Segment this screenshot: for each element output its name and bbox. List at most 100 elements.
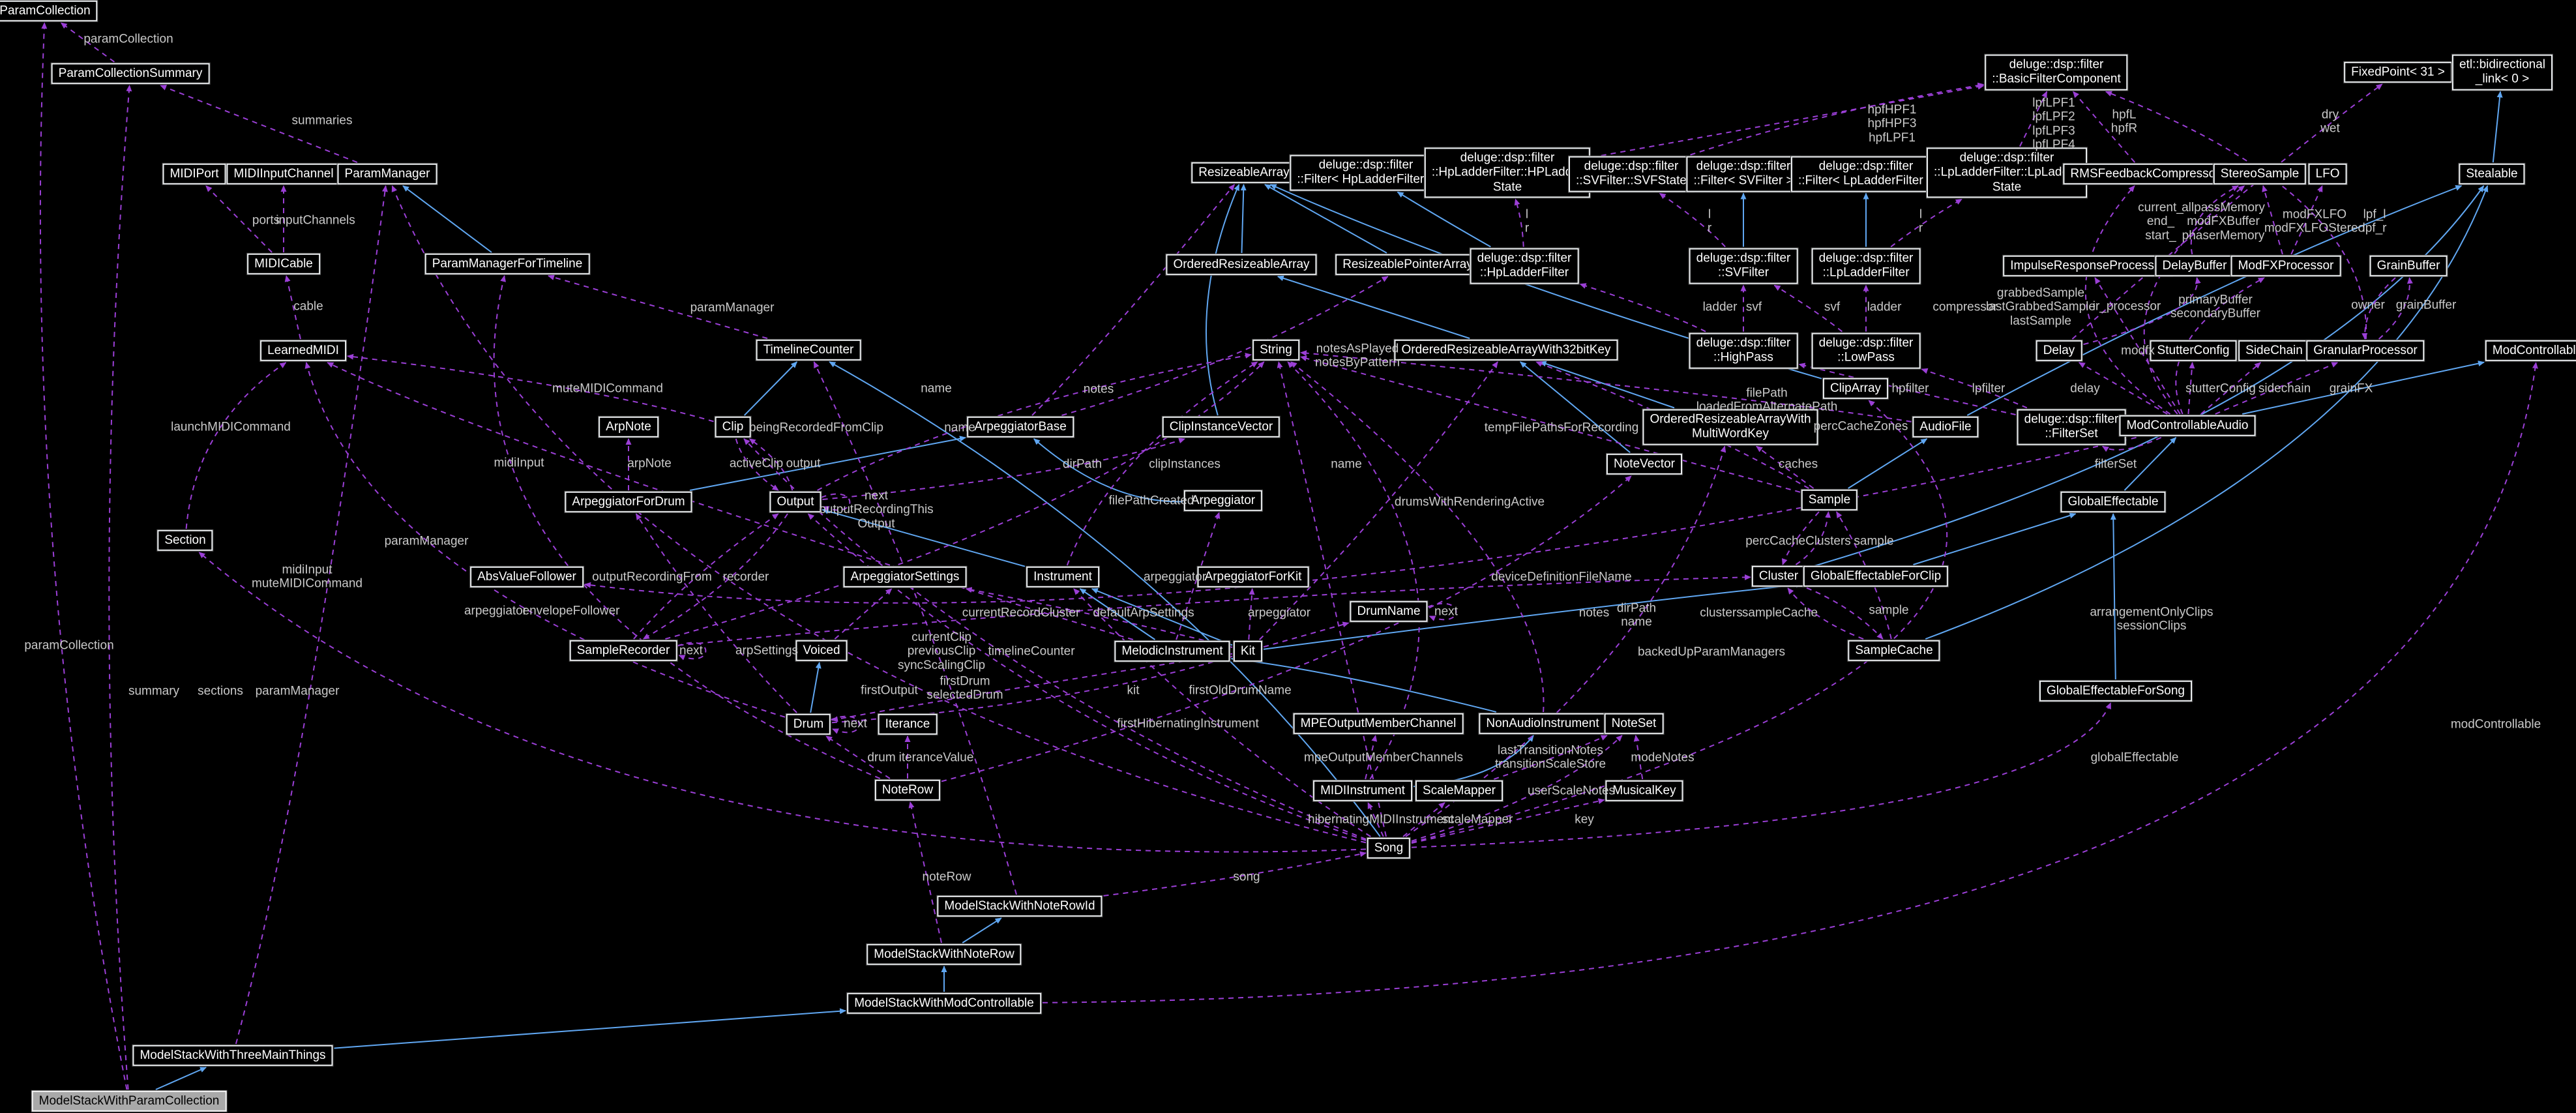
diagram-node-NonAudioInstrument[interactable]: NonAudioInstrument xyxy=(1479,713,1606,735)
diagram-node-SampleCache[interactable]: SampleCache xyxy=(1848,640,1940,662)
diagram-node-MPEOutputMemberChannel[interactable]: MPEOutputMemberChannel xyxy=(1293,713,1464,735)
diagram-node-SVFilter[interactable]: deluge::dsp::filter ::SVFilter xyxy=(1689,248,1798,284)
usage-edge-Delay-FixedPoint xyxy=(2071,83,2383,340)
diagram-node-String[interactable]: String xyxy=(1252,339,1299,361)
usage-edge-ModelStackWithNoteRowId-TimelineCounter xyxy=(813,361,1017,895)
diagram-node-FilterSet[interactable]: deluge::dsp::filter ::FilterSet xyxy=(2017,409,2126,445)
diagram-node-FilterHp[interactable]: deluge::dsp::filter ::Filter< HpLadderFi… xyxy=(1290,155,1442,191)
usage-edge-Cluster-SampleCache xyxy=(1806,587,1884,640)
diagram-node-ParamCollection[interactable]: ParamCollection xyxy=(0,0,98,22)
diagram-node-Delay[interactable]: Delay xyxy=(2036,340,2082,362)
diagram-node-ScaleMapper[interactable]: ScaleMapper xyxy=(1415,780,1503,802)
diagram-node-ArpeggiatorForDrum[interactable]: ArpeggiatorForDrum xyxy=(565,491,692,513)
diagram-node-ModControllable[interactable]: ModControllable xyxy=(2485,340,2576,362)
diagram-node-ArpeggiatorSettings[interactable]: ArpeggiatorSettings xyxy=(843,566,967,588)
diagram-node-ParamManagerForTimeline[interactable]: ParamManagerForTimeline xyxy=(424,253,590,275)
diagram-node-AudioFile[interactable]: AudioFile xyxy=(1912,416,1979,438)
diagram-node-AbsValueFollower[interactable]: AbsValueFollower xyxy=(470,566,584,588)
diagram-node-Song[interactable]: Song xyxy=(1367,837,1411,859)
usage-edge-SampleRecorder-String xyxy=(665,361,1265,640)
diagram-node-LearnedMIDI[interactable]: LearnedMIDI xyxy=(260,340,346,362)
diagram-node-ArpeggiatorBase[interactable]: ArpeggiatorBase xyxy=(967,416,1074,438)
diagram-node-LFO[interactable]: LFO xyxy=(2308,163,2347,185)
diagram-node-Sample[interactable]: Sample xyxy=(1801,489,1858,511)
diagram-node-Instrument[interactable]: Instrument xyxy=(1026,566,1099,588)
diagram-node-GlobalEffectable[interactable]: GlobalEffectable xyxy=(2060,491,2166,513)
diagram-node-GrainBuffer[interactable]: GrainBuffer xyxy=(2369,255,2448,277)
diagram-node-DelayBuffer[interactable]: DelayBuffer xyxy=(2155,255,2234,277)
diagram-node-Stealable[interactable]: Stealable xyxy=(2459,163,2525,185)
diagram-node-EtlLink[interactable]: etl::bidirectional _link< 0 > xyxy=(2451,54,2553,91)
diagram-node-StereoSample[interactable]: StereoSample xyxy=(2213,163,2307,185)
diagram-node-ImpulseResponseProcessor[interactable]: ImpulseResponseProcessor xyxy=(2003,255,2172,277)
diagram-node-Arpeggiator[interactable]: Arpeggiator xyxy=(1183,490,1263,512)
diagram-node-Section[interactable]: Section xyxy=(157,529,213,552)
diagram-node-MIDIPort[interactable]: MIDIPort xyxy=(162,163,226,185)
diagram-node-FilterSVF[interactable]: deluge::dsp::filter ::Filter< SVFilter > xyxy=(1686,156,1801,192)
diagram-node-ParamManager[interactable]: ParamManager xyxy=(337,163,437,185)
diagram-node-Voiced[interactable]: Voiced xyxy=(795,640,848,662)
diagram-node-HpLadderFilter[interactable]: deluge::dsp::filter ::HpLadderFilter xyxy=(1470,248,1579,284)
diagram-node-NoteRow[interactable]: NoteRow xyxy=(874,779,941,801)
diagram-node-RMSFeedbackCompressor[interactable]: RMSFeedbackCompressor xyxy=(2063,163,2227,185)
diagram-node-GlobalEffectableForClip[interactable]: GlobalEffectableForClip xyxy=(1803,565,1949,587)
diagram-node-ORA32[interactable]: OrderedResizeableArrayWith32bitKey xyxy=(1394,339,1618,361)
usage-edge-SVFState-BasicFilterComponent xyxy=(1690,82,1985,156)
diagram-node-HPLadderState[interactable]: deluge::dsp::filter ::HpLadderFilter::HP… xyxy=(1424,147,1591,198)
diagram-node-Clip[interactable]: Clip xyxy=(715,416,751,438)
usage-edge-Instrument-String xyxy=(1066,361,1258,566)
diagram-node-GranularProcessor[interactable]: GranularProcessor xyxy=(2306,340,2425,362)
diagram-node-SideChain[interactable]: SideChain xyxy=(2238,340,2310,362)
usage-edge-GranularProcessor-BasicFilterComponent xyxy=(2105,91,2367,340)
diagram-node-LowPass[interactable]: deluge::dsp::filter ::LowPass xyxy=(1811,333,1921,369)
diagram-node-Output[interactable]: Output xyxy=(769,491,822,513)
diagram-node-OrderedResizeableArray[interactable]: OrderedResizeableArray xyxy=(1166,254,1317,276)
diagram-node-ResizeableArray[interactable]: ResizeableArray xyxy=(1191,162,1297,184)
diagram-node-LpLadderState[interactable]: deluge::dsp::filter ::LpLadderFilter::Lp… xyxy=(1927,147,2087,198)
diagram-node-BasicFilterComponent[interactable]: deluge::dsp::filter ::BasicFilterCompone… xyxy=(1985,54,2128,91)
diagram-node-ResizeablePointerArray[interactable]: ResizeablePointerArray xyxy=(1335,254,1480,276)
diagram-node-NoteVector[interactable]: NoteVector xyxy=(1606,453,1682,475)
diagram-node-ArpNote[interactable]: ArpNote xyxy=(599,416,659,438)
diagram-node-MusicalKey[interactable]: MusicalKey xyxy=(1605,780,1683,802)
usage-edge-MIDICable-MIDIPort xyxy=(205,185,273,253)
diagram-node-ModelStackWithModControllable[interactable]: ModelStackWithModControllable xyxy=(847,992,1041,1015)
diagram-node-ORAMW[interactable]: OrderedResizeableArrayWith MultiWordKey xyxy=(1642,409,1818,445)
usage-edge-LearnedMIDI-MIDICable xyxy=(284,275,301,340)
diagram-node-MIDICable[interactable]: MIDICable xyxy=(247,253,320,275)
usage-edge-MusicalKey-NoteSet xyxy=(1633,735,1644,780)
diagram-node-FilterLp[interactable]: deluge::dsp::filter ::Filter< LpLadderFi… xyxy=(1790,156,1942,192)
diagram-node-StutterConfig[interactable]: StutterConfig xyxy=(2150,340,2237,362)
diagram-node-SVFState[interactable]: deluge::dsp::filter ::SVFilter::SVFState xyxy=(1569,156,1694,192)
diagram-node-MIDIInputChannel[interactable]: MIDIInputChannel xyxy=(226,163,341,185)
diagram-node-HighPass[interactable]: deluge::dsp::filter ::HighPass xyxy=(1689,333,1798,369)
diagram-node-Iterance[interactable]: Iterance xyxy=(878,713,938,735)
diagram-node-ClipInstanceVector[interactable]: ClipInstanceVector xyxy=(1162,416,1281,438)
diagram-node-TimelineCounter[interactable]: TimelineCounter xyxy=(756,339,861,361)
diagram-node-ModControllableAudio[interactable]: ModControllableAudio xyxy=(2119,415,2256,437)
diagram-node-SampleRecorder[interactable]: SampleRecorder xyxy=(569,640,677,662)
diagram-node-Cluster[interactable]: Cluster xyxy=(1751,565,1806,587)
diagram-node-ModFXProcessor[interactable]: ModFXProcessor xyxy=(2230,255,2341,277)
diagram-node-GlobalEffectableForSong[interactable]: GlobalEffectableForSong xyxy=(2039,680,2192,702)
diagram-node-FixedPoint[interactable]: FixedPoint< 31 > xyxy=(2344,61,2452,83)
inheritance-edge-MIDIInstrument-NonAudioInstrument xyxy=(1413,735,1534,788)
diagram-node-MIDIInstrument[interactable]: MIDIInstrument xyxy=(1313,780,1412,802)
usage-edge-Output-String xyxy=(817,353,1252,491)
diagram-node-ModelStackWithNoteRowId[interactable]: ModelStackWithNoteRowId xyxy=(937,895,1103,917)
diagram-node-ModelStackWithNoteRow[interactable]: ModelStackWithNoteRow xyxy=(866,943,1022,966)
diagram-node-ModelStackWithThreeMainThings[interactable]: ModelStackWithThreeMainThings xyxy=(132,1045,333,1067)
diagram-node-MelodicInstrument[interactable]: MelodicInstrument xyxy=(1114,640,1230,662)
diagram-node-Kit[interactable]: Kit xyxy=(1233,640,1263,662)
diagram-node-ModelStackWithParamCollection[interactable]: ModelStackWithParamCollection xyxy=(31,1090,227,1112)
inheritance-edge-Drum-Voiced xyxy=(810,662,822,713)
diagram-node-ClipArray[interactable]: ClipArray xyxy=(1822,378,1889,400)
diagram-node-DrumName[interactable]: DrumName xyxy=(1350,601,1428,623)
diagram-node-ParamCollectionSummary[interactable]: ParamCollectionSummary xyxy=(51,63,210,85)
diagram-node-NoteSet[interactable]: NoteSet xyxy=(1604,713,1664,735)
diagram-node-Drum[interactable]: Drum xyxy=(786,713,831,735)
diagram-node-ArpeggiatorForKit[interactable]: ArpeggiatorForKit xyxy=(1197,566,1309,588)
diagram-node-LpLadderFilter[interactable]: deluge::dsp::filter ::LpLadderFilter xyxy=(1811,248,1921,284)
usage-edge-ModControllableAudio-SideChain xyxy=(2200,362,2261,415)
